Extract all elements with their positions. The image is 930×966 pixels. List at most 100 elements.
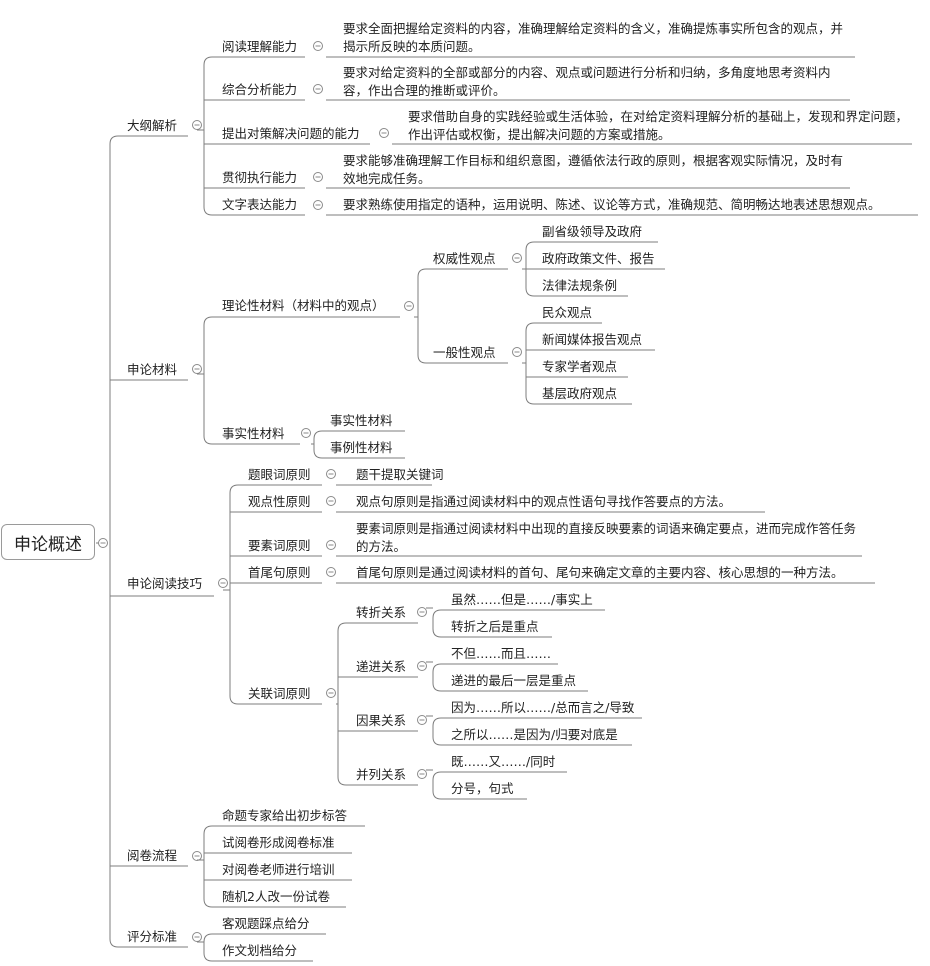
- connector-curve: [203, 206, 213, 216]
- collapse-toggle-icon: [313, 41, 323, 51]
- outline-desc-reading: 要求全面把握给定资料的内容，准确理解给定资料的含义，准确提炼事实所包含的观点，并…: [343, 21, 844, 54]
- connector-curve: [525, 287, 535, 297]
- relation-parallel[interactable]: 并列关系: [356, 767, 407, 782]
- branch-outline-analysis[interactable]: 大纲解析: [127, 118, 178, 133]
- connector-curve: [417, 268, 427, 278]
- authority-item[interactable]: 政府政策文件、报告: [542, 251, 655, 266]
- connector-curve: [203, 898, 213, 908]
- skill-keyword[interactable]: 题眼词原则: [248, 467, 311, 482]
- relation-item[interactable]: 既……又……/同时: [451, 754, 556, 769]
- skill-keyword-desc: 题干提取关键词: [356, 467, 444, 482]
- connector-curve: [229, 484, 239, 494]
- branch-reading-skills[interactable]: 申论阅读技巧: [127, 576, 203, 591]
- authority-views[interactable]: 权威性观点: [433, 251, 496, 266]
- connector-curve: [229, 695, 239, 705]
- skill-viewpoint-desc: 观点句原则是指通过阅读材料中的观点性语句寻找作答要点的方法。: [356, 494, 732, 509]
- collapse-toggle-icon: [192, 851, 202, 861]
- connector-curve: [432, 717, 442, 727]
- skill-conjunction[interactable]: 关联词原则: [248, 686, 311, 701]
- skill-head-tail[interactable]: 首尾句原则: [248, 565, 311, 580]
- fact-materials[interactable]: 事实性材料: [222, 426, 285, 441]
- connector-curve: [432, 771, 442, 781]
- general-item[interactable]: 民众观点: [542, 305, 593, 320]
- connector-curve: [203, 825, 213, 835]
- connector-curve: [525, 395, 535, 405]
- theory-materials[interactable]: 理论性材料（材料中的观点）: [222, 298, 385, 313]
- authority-item[interactable]: 副省级领导及政府: [542, 224, 643, 239]
- collapse-toggle-icon: [313, 200, 323, 210]
- skill-head-tail-desc: 首尾句原则是通过阅读材料的首句、尾句来确定文章的主要内容、核心思想的一种方法。: [356, 565, 844, 580]
- connector-curve: [337, 776, 347, 786]
- collapse-toggle-icon: [313, 84, 323, 94]
- process-item[interactable]: 对阅卷老师进行培训: [222, 862, 335, 877]
- general-item[interactable]: 基层政府观点: [542, 386, 618, 401]
- collapse-toggle-icon: [326, 540, 336, 550]
- branch-scoring[interactable]: 评分标准: [127, 929, 178, 944]
- relation-causal[interactable]: 因果关系: [356, 713, 407, 728]
- authority-item[interactable]: 法律法规条例: [542, 278, 618, 293]
- relation-item[interactable]: 转折之后是重点: [451, 619, 539, 634]
- general-item[interactable]: 新闻媒体报告观点: [542, 332, 643, 347]
- process-item[interactable]: 命题专家给出初步标答: [222, 808, 348, 823]
- process-item[interactable]: 试阅卷形成阅卷标准: [222, 835, 335, 850]
- connector-curve: [313, 430, 323, 440]
- relation-contrast[interactable]: 转折关系: [356, 605, 407, 620]
- outline-item-execution[interactable]: 贯彻执行能力: [222, 170, 298, 185]
- skill-viewpoint[interactable]: 观点性原则: [248, 494, 311, 509]
- collapse-toggle-icon: [326, 496, 336, 506]
- branch-materials[interactable]: 申论材料: [127, 362, 178, 377]
- connector-curve: [432, 628, 442, 638]
- outline-desc-analysis: 要求对给定资料的全部或部分的内容、观点或问题进行分析和归纳，多角度地思考资料内容…: [343, 65, 831, 98]
- collapse-toggle-icon: [326, 469, 336, 479]
- collapse-toggle-icon: [218, 578, 228, 588]
- outline-item-reading[interactable]: 阅读理解能力: [222, 39, 298, 54]
- connector-curve: [109, 938, 119, 948]
- collapse-toggle-icon: [192, 364, 202, 374]
- collapse-toggle-icon: [512, 347, 522, 357]
- relation-item[interactable]: 分号，句式: [451, 781, 514, 796]
- collapse-toggle-icon: [326, 567, 336, 577]
- collapse-toggle-icon: [417, 607, 427, 617]
- connector-curve: [313, 449, 323, 459]
- scoring-item[interactable]: 作文划档给分: [222, 943, 298, 958]
- connector-curve: [432, 609, 442, 619]
- scoring-item[interactable]: 客观题踩点给分: [222, 916, 310, 931]
- connector-curve: [525, 322, 535, 332]
- relation-item[interactable]: 递进的最后一层是重点: [451, 673, 577, 688]
- connector-curve: [203, 933, 213, 943]
- outline-desc-expression: 要求熟练使用指定的语种，运用说明、陈述、议论等方式，准确规范、简明畅达地表述思想…: [343, 197, 881, 212]
- collapse-toggle-icon: [417, 715, 427, 725]
- fact-item[interactable]: 事实性材料: [330, 413, 393, 428]
- connector-curve: [417, 354, 427, 364]
- collapse-toggle-icon: [98, 538, 108, 548]
- relation-item[interactable]: 因为……所以……/总而言之/导致: [451, 700, 635, 715]
- branch-marking-process[interactable]: 阅卷流程: [127, 848, 178, 863]
- connector-curve: [432, 790, 442, 800]
- connector-curve: [203, 56, 213, 66]
- general-item[interactable]: 专家学者观点: [542, 359, 618, 374]
- outline-item-analysis[interactable]: 综合分析能力: [222, 82, 298, 97]
- connector-curve: [203, 952, 213, 962]
- relation-item[interactable]: 不但……而且……: [451, 646, 552, 661]
- relation-item[interactable]: 之所以……是因为/归要对底是: [451, 727, 618, 742]
- connector-curve: [525, 241, 535, 251]
- collapse-toggle-icon: [313, 172, 323, 182]
- relation-item[interactable]: 虽然……但是……/事实上: [451, 592, 593, 607]
- outline-item-expression[interactable]: 文字表达能力: [222, 197, 298, 212]
- skill-element[interactable]: 要素词原则: [248, 538, 311, 553]
- connector-curve: [432, 663, 442, 673]
- relation-progressive[interactable]: 递进关系: [356, 659, 407, 674]
- process-item[interactable]: 随机2人改一份试卷: [222, 889, 330, 904]
- connector-curve: [109, 135, 119, 145]
- connector-curve: [337, 622, 347, 632]
- connector-curve: [432, 682, 442, 692]
- fact-item[interactable]: 事例性材料: [330, 440, 393, 455]
- outline-item-solution[interactable]: 提出对策解决问题的能力: [222, 126, 360, 141]
- connector-curve: [203, 435, 213, 445]
- root-node[interactable]: 申论概述: [1, 524, 95, 560]
- general-views[interactable]: 一般性观点: [433, 345, 496, 360]
- outline-desc-solution: 要求借助自身的实践经验或生活体验，在对给定资料理解分析的基础上，发现和界定问题，…: [408, 109, 909, 142]
- connector-curve: [432, 736, 442, 746]
